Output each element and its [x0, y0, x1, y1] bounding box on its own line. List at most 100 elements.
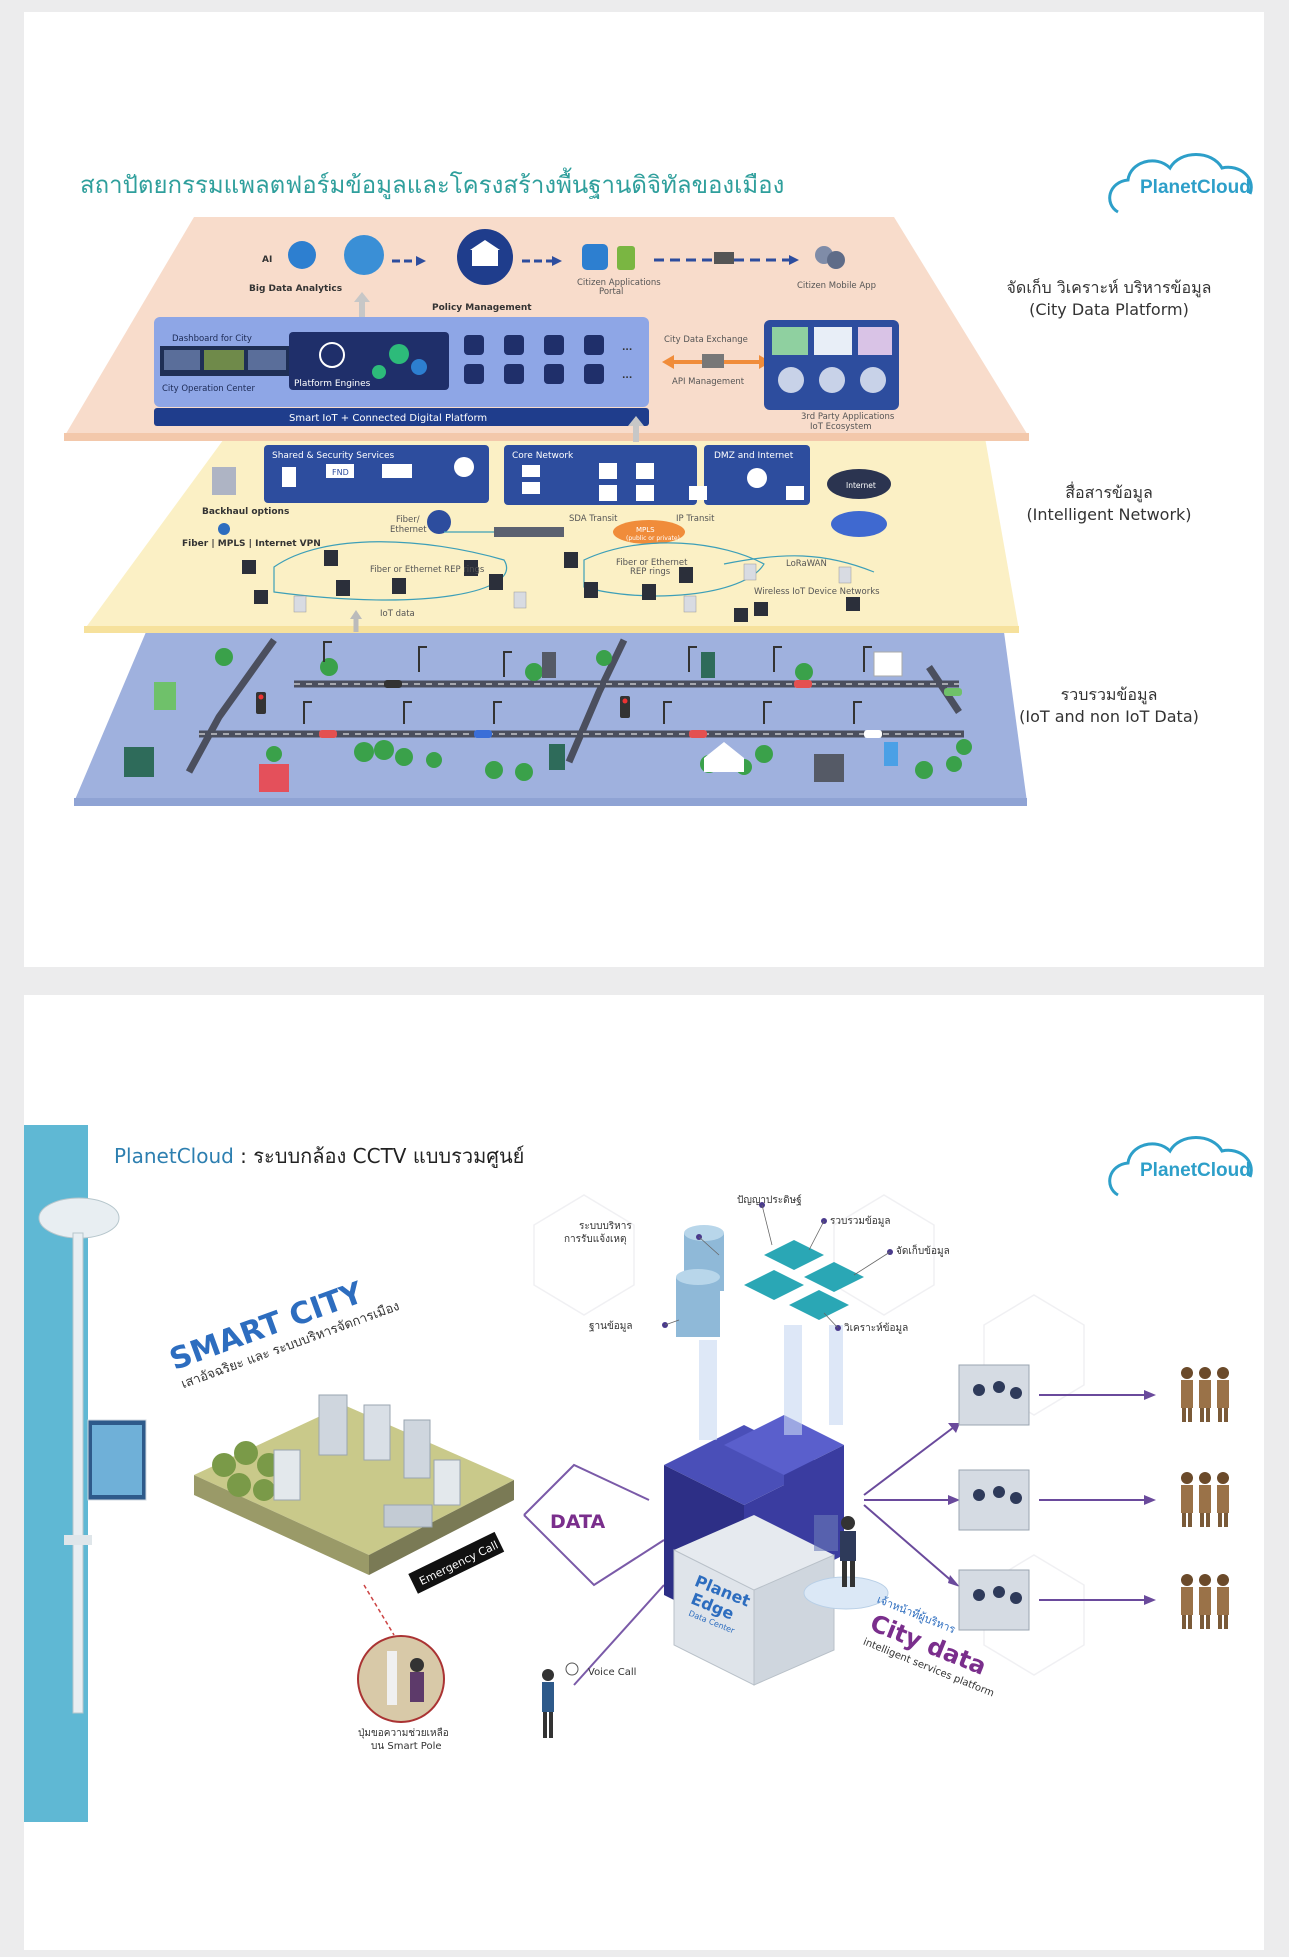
- wireless-cloud-icon: [831, 511, 887, 537]
- planetcloud-logo: PlanetCloud: [1100, 142, 1260, 222]
- svg-text:Big Data Analytics: Big Data Analytics: [249, 284, 342, 294]
- svg-text:DMZ and Internet: DMZ and Internet: [714, 451, 794, 461]
- cctv-diagram: SMART CITY เสาอัจฉริยะ และ ระบบบริหารจัด…: [24, 1125, 1229, 1822]
- internet-cloud-icon: [827, 469, 891, 499]
- iso-towers: [273, 1394, 461, 1528]
- svg-text:Wireless IoT Device Networks: Wireless IoT Device Networks: [754, 587, 880, 597]
- svg-text:รวบรวมข้อมูล: รวบรวมข้อมูล: [830, 1215, 890, 1227]
- emergency-call-sign: [408, 1531, 505, 1594]
- network-devices: [242, 550, 860, 622]
- svg-text:ปัญญาประดิษฐ์: ปัญญาประดิษฐ์: [737, 1194, 802, 1206]
- svg-text:...: ...: [622, 371, 632, 381]
- svg-text:Fiber or Ethernet REP rings: Fiber or Ethernet REP rings: [370, 565, 485, 575]
- svg-text:วิเคราะห์ข้อมูล: วิเคราะห์ข้อมูล: [844, 1322, 909, 1334]
- person-icon: [542, 1669, 554, 1681]
- device-icon: [778, 367, 804, 393]
- smart-poles: [303, 641, 872, 724]
- svg-text:MPLS: MPLS: [636, 526, 655, 534]
- svg-text:City Operation Center: City Operation Center: [162, 384, 255, 394]
- service-icons: [464, 335, 604, 384]
- svg-text:SDA Transit: SDA Transit: [569, 514, 618, 524]
- svg-text:IoT Ecosystem: IoT Ecosystem: [810, 422, 872, 432]
- android-icon: [617, 246, 635, 270]
- svg-text:ระบบบริหาร: ระบบบริหาร: [579, 1221, 632, 1232]
- svg-text:IoT data: IoT data: [380, 609, 415, 619]
- svg-text:จัดเก็บข้อมูล: จัดเก็บข้อมูล: [896, 1243, 950, 1257]
- svg-text:Fiber/: Fiber/: [396, 515, 420, 525]
- cloud-icon: [1108, 1136, 1253, 1197]
- svg-text:Portal: Portal: [599, 287, 623, 297]
- help-button-icon: [357, 1635, 445, 1723]
- city-layer: [74, 632, 1027, 802]
- svg-text:ฐานข้อมูล: ฐานข้อมูล: [589, 1320, 633, 1332]
- svg-text:Smart IoT + Connected Digital: Smart IoT + Connected Digital Platform: [289, 413, 487, 424]
- switch-bar: [494, 527, 564, 537]
- page-title: สถาปัตยกรรมแพลตฟอร์มข้อมูลและโครงสร้างพื…: [80, 171, 785, 199]
- slide-cctv: PlanetCloud : ระบบกล้อง CCTV แบบรวมศูนย์…: [24, 995, 1264, 1950]
- svg-text:Emergency Call: Emergency Call: [417, 1539, 500, 1588]
- svg-text:Voice Call: Voice Call: [588, 1667, 636, 1678]
- svg-text:FND: FND: [332, 468, 349, 477]
- platform-engines-box: [289, 332, 449, 390]
- database-icons: [676, 1225, 724, 1337]
- smart-pole-icon: [72, 1232, 84, 1714]
- svg-text:Policy Management: Policy Management: [432, 303, 532, 313]
- control-rooms: [958, 1364, 1030, 1631]
- svg-text:...: ...: [622, 343, 632, 353]
- planetcloud-logo-2: PlanetCloud: [1100, 1125, 1260, 1205]
- mpls-cloud-icon: [613, 520, 685, 544]
- svg-text:Platform Engines: Platform Engines: [294, 379, 371, 389]
- security-icon: [454, 457, 474, 477]
- shared-security-box: [264, 445, 489, 503]
- layer-label-platform: จัดเก็บ วิเคราะห์ บริหารข้อมูล (City Dat…: [1006, 278, 1212, 319]
- svg-text:Core Network: Core Network: [512, 451, 574, 461]
- svg-text:(public or private): (public or private): [626, 535, 680, 542]
- svg-text:REP rings: REP rings: [630, 567, 671, 577]
- slide-architecture: สถาปัตยกรรมแพลตฟอร์มข้อมูลและโครงสร้างพื…: [24, 12, 1264, 967]
- cloud-nodes: [744, 1240, 864, 1320]
- svg-text:3rd Party Applications: 3rd Party Applications: [801, 412, 895, 422]
- layer-label-network: สื่อสารข้อมูล (Intelligent Network): [1026, 483, 1192, 524]
- svg-text:IP Transit: IP Transit: [676, 514, 715, 524]
- key-icon: [714, 252, 734, 264]
- gear-icon: [389, 344, 409, 364]
- svg-text:Fiber | MPLS | Internet VPN: Fiber | MPLS | Internet VPN: [182, 539, 321, 549]
- svg-text:API Management: API Management: [672, 377, 745, 387]
- officer-groups: [1181, 1367, 1229, 1629]
- svg-text:Shared & Security Services: Shared & Security Services: [272, 451, 395, 461]
- portal-icon: [582, 244, 608, 270]
- cars: [319, 680, 962, 738]
- layer-label-data: รวบรวมข้อมูล (IoT and non IoT Data): [1019, 685, 1199, 726]
- svg-text:ปุ่มขอความช่วยเหลือ: ปุ่มขอความช่วยเหลือ: [358, 1727, 449, 1739]
- svg-text:Citizen Applications: Citizen Applications: [577, 278, 661, 288]
- cloud-icon: [1108, 153, 1253, 214]
- data-arrows: [523, 1463, 665, 1686]
- svg-text:Ethernet: Ethernet: [390, 525, 427, 535]
- buildings: [124, 651, 903, 792]
- access-point-icon: [427, 510, 451, 534]
- phone-icon: [819, 367, 845, 393]
- smart-iot-bar: [154, 408, 649, 426]
- pole-lamp-icon: [38, 1197, 120, 1239]
- iso-city-base: [194, 1405, 514, 1555]
- traffic-lights: [256, 692, 630, 718]
- svg-text:Dashboard for City: Dashboard for City: [172, 334, 252, 344]
- big-data-icon: [344, 235, 384, 275]
- architecture-diagram: Shared & Security Services FND Core Netw…: [64, 217, 1029, 806]
- svg-text:Citizen Mobile App: Citizen Mobile App: [797, 281, 876, 291]
- exchange-icon: [702, 354, 724, 368]
- tablet-icon: [860, 367, 886, 393]
- svg-text:City Data Exchange: City Data Exchange: [664, 335, 748, 345]
- svg-text:Fiber or Ethernet: Fiber or Ethernet: [616, 558, 688, 568]
- distribution-arrows: [863, 1394, 1149, 1601]
- officer-icon: [841, 1516, 855, 1530]
- svg-text:Internet: Internet: [846, 481, 876, 490]
- atom-icon: [319, 342, 345, 368]
- switch-icons: [522, 463, 654, 501]
- phone-call-icon: [565, 1662, 579, 1676]
- backhaul-building-icon: [212, 467, 236, 495]
- svg-text:บน Smart Pole: บน Smart Pole: [371, 1741, 442, 1752]
- svg-text:การรับแจ้งเหตุ: การรับแจ้งเหตุ: [564, 1233, 626, 1245]
- svg-text:AI: AI: [262, 255, 272, 265]
- page-title-cctv: PlanetCloud : ระบบกล้อง CCTV แบบรวมศูนย์: [114, 1144, 525, 1168]
